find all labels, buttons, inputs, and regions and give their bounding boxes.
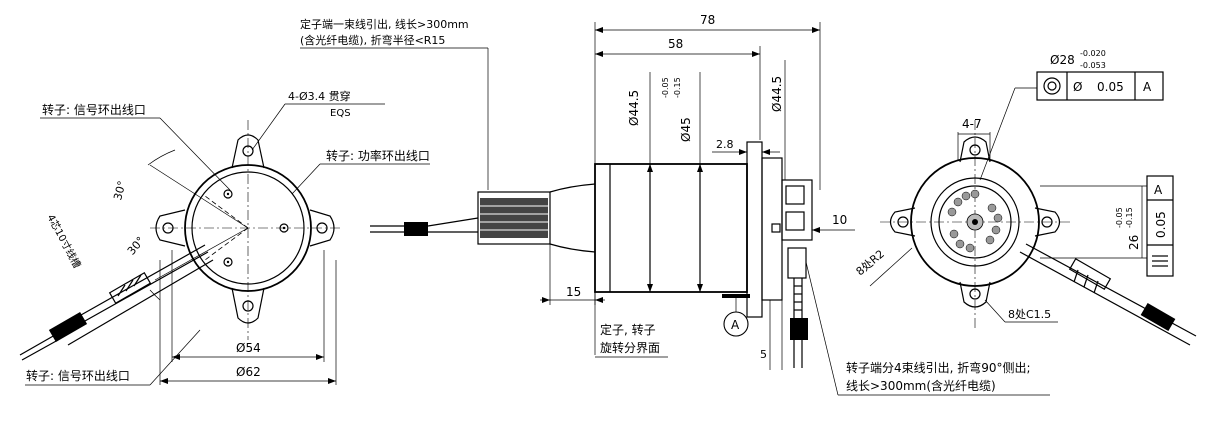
fcf2-value: 0.05 xyxy=(1154,211,1168,238)
main-housing xyxy=(594,163,748,293)
dim-d54: Ø54 xyxy=(236,341,261,355)
dim-4-7: 4-7 xyxy=(962,117,982,131)
note-rotor-1: 转子端分4束线引出, 折弯90°侧出; xyxy=(846,360,1031,375)
dim-78: 78 xyxy=(700,13,715,27)
note-interface-2: 旋转分界面 xyxy=(600,340,660,355)
tol-d28-upper: -0.020 xyxy=(1080,49,1106,58)
front-flange-circle xyxy=(910,157,1040,287)
dim-d28: Ø28 xyxy=(1050,53,1075,67)
rotor-cable-stripes xyxy=(794,285,802,311)
dim-d62: Ø62 xyxy=(236,365,261,379)
label-eqs: EQS xyxy=(330,108,351,119)
tol-26-lower: -0.15 xyxy=(1125,207,1134,228)
fcf-frame xyxy=(1036,71,1164,101)
label-rotor-signal-bottom: 转子: 信号环出线口 xyxy=(26,368,130,383)
left-cable-connector xyxy=(48,311,88,343)
dim-10: 10 xyxy=(832,213,847,227)
bundle-hatch xyxy=(480,198,548,238)
outer-flange-circle xyxy=(184,164,312,292)
fcf-datum: A xyxy=(1143,80,1152,94)
note-interface-1: 定子, 转子 xyxy=(600,322,656,337)
side-view: 定子端一束线引出, 线长>300mm (含光纤电缆), 折弯半径<R15 78 … xyxy=(300,13,1050,396)
dim-d45: Ø45 xyxy=(679,117,693,142)
dim-26: 26 xyxy=(1127,235,1141,250)
fcf-vertical-frame xyxy=(1146,175,1174,277)
label-rotor-signal-top: 转子: 信号环出线口 xyxy=(42,102,146,117)
right-cable-stripes xyxy=(1068,257,1112,294)
label-8r2: 8处R2 xyxy=(854,247,887,278)
datum-a-bubble xyxy=(723,311,749,337)
fcf2-datum: A xyxy=(1154,183,1163,197)
fcf-symbol: Ø xyxy=(1073,80,1082,94)
fiber-bundles xyxy=(947,189,1003,253)
note-rotor-2: 线长>300mm(含光纤电缆) xyxy=(846,378,996,393)
right-end-view: 4-7 Ø28 -0.020 -0.053 Ø 0.05 A A 0.05 26… xyxy=(854,49,1197,346)
dim-d44-5-right: Ø44.5 xyxy=(770,76,784,112)
dim-15: 15 xyxy=(566,285,581,299)
fcf-value: 0.05 xyxy=(1097,80,1124,94)
rotor-cable-connector xyxy=(790,318,808,340)
datum-a: A xyxy=(731,318,740,332)
angle-30-upper: 30° xyxy=(111,179,129,201)
label-8c1-5: 8处C1.5 xyxy=(1008,308,1051,321)
dim-d44-5-left: Ø44.5 xyxy=(627,90,641,126)
tol-d45-upper: -0.05 xyxy=(661,77,670,98)
note-stator-line1: 定子端一束线引出, 线长>300mm xyxy=(300,17,469,31)
left-end-view: 转子: 信号环出线口 4-Ø3.4 贯穿 EQS 转子: 功率环出线口 30° … xyxy=(19,89,430,386)
label-holes: 4-Ø3.4 贯穿 xyxy=(288,89,351,103)
note-stator-line2: (含光纤电缆), 折弯半径<R15 xyxy=(300,33,445,47)
dim-58: 58 xyxy=(668,37,683,51)
dim-5: 5 xyxy=(760,348,767,361)
right-cable-connector xyxy=(1140,302,1176,332)
dim-2-8: 2.8 xyxy=(716,138,734,151)
angle-30-lower: 30° xyxy=(125,234,147,257)
left-cable-striped xyxy=(108,271,152,305)
tol-d45-lower: -0.15 xyxy=(673,77,682,98)
label-4-cores: 4芯10寸线槽 xyxy=(45,212,84,270)
label-rotor-power: 转子: 功率环出线口 xyxy=(326,148,430,163)
tol-d28-lower: -0.053 xyxy=(1080,61,1106,70)
tol-26-upper: -0.05 xyxy=(1115,207,1124,228)
